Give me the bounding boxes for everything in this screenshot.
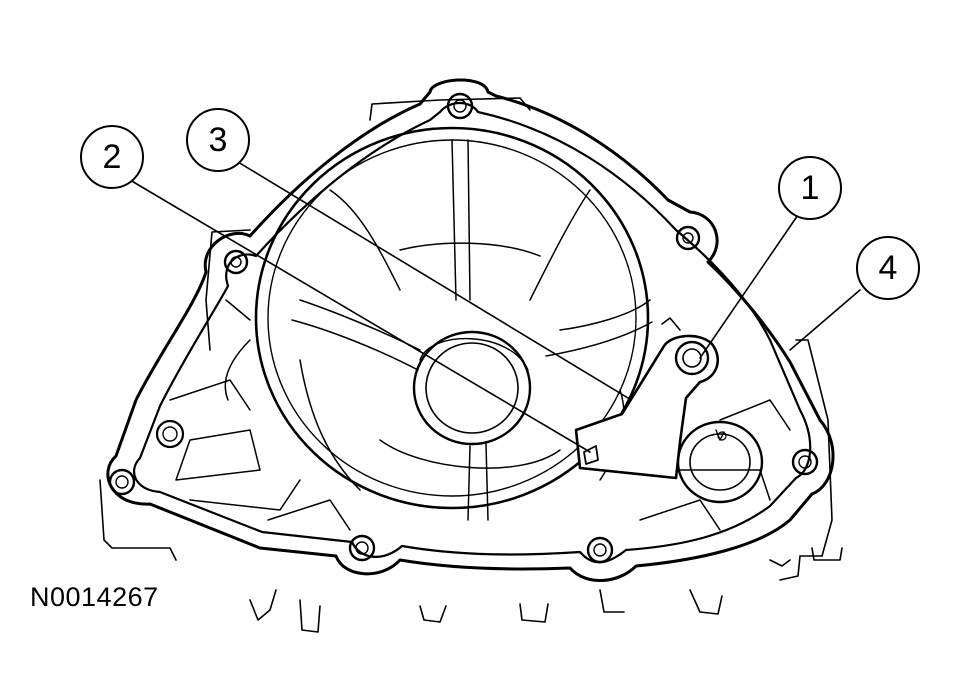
callout-number-4: 4 — [879, 249, 898, 287]
callout-circle-2 — [80, 125, 144, 189]
bolt-hole-right — [791, 448, 819, 476]
callout-number-3: 3 — [209, 121, 228, 159]
callout-number-1: 1 — [801, 169, 820, 207]
callouts — [80, 108, 920, 300]
bolt-hole-bottom-left — [348, 534, 376, 562]
callout-circle-4 — [856, 236, 920, 300]
bolt-hole-top — [446, 92, 474, 120]
cover-inner-flange — [133, 101, 812, 564]
leader-line-3 — [237, 161, 629, 399]
bolt-hole-left-upper — [223, 249, 249, 275]
shift-lever — [574, 317, 719, 480]
case-body-outline — [99, 97, 843, 633]
callout-circle-1 — [778, 156, 842, 220]
leader-line-4 — [789, 289, 861, 351]
dowel-left — [155, 419, 185, 449]
leader-lines — [129, 161, 861, 453]
cover-outer-flange — [106, 78, 835, 582]
bolt-holes — [108, 92, 819, 564]
figure-id-label: N0014267 — [30, 582, 159, 612]
bolt-hole-left — [108, 468, 136, 496]
leader-line-1 — [699, 211, 801, 359]
bolt-hole-bottom-right — [586, 536, 614, 564]
shift-shaft-bore — [676, 420, 764, 504]
callout-number-2: 2 — [103, 138, 122, 176]
callout-circle-3 — [186, 108, 250, 172]
leader-line-2 — [129, 179, 591, 453]
cover-webs — [169, 299, 791, 531]
bolt-hole-right-upper — [675, 225, 701, 251]
